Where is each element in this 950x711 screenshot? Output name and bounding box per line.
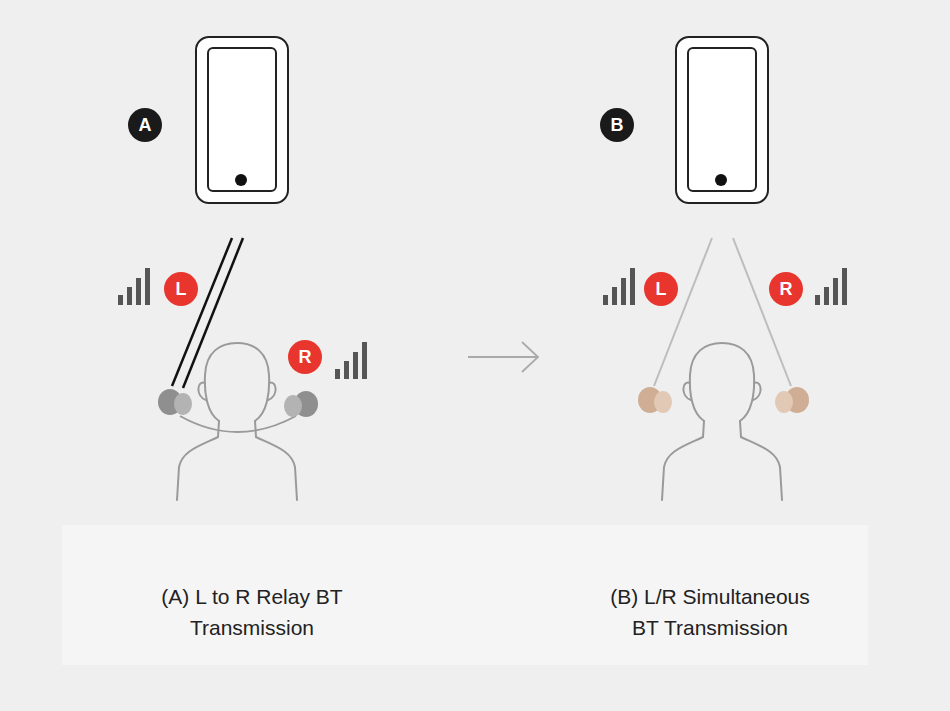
panel-badge: A [128, 108, 162, 142]
panel-caption: (A) L to R Relay BT Transmission [137, 581, 367, 643]
badge-letter: R [780, 280, 793, 298]
badge-letter: A [139, 116, 152, 134]
badge-letter: L [656, 280, 667, 298]
badge-letter: R [299, 348, 312, 366]
panel-badge: B [600, 108, 634, 142]
caption-band [62, 525, 868, 665]
earbud [158, 389, 192, 415]
channel-badge: L [644, 272, 678, 306]
bt-link [733, 238, 791, 386]
relay-link [180, 416, 296, 432]
signal-bars [118, 268, 150, 305]
bt-link [183, 238, 243, 388]
signal-bars [603, 268, 635, 305]
channel-badge: R [288, 340, 322, 374]
channel-badge: L [164, 272, 198, 306]
bt-link [654, 238, 712, 386]
badge-letter: B [611, 116, 624, 134]
phone [196, 37, 288, 203]
signal-bars [335, 342, 367, 379]
person [662, 343, 782, 500]
earbud [775, 387, 809, 413]
earbud [638, 387, 672, 413]
channel-badge: R [769, 272, 803, 306]
transition-arrow [468, 342, 538, 372]
earbud [284, 391, 318, 417]
person [177, 343, 297, 500]
signal-bars [815, 268, 847, 305]
bt-link [172, 238, 232, 386]
badge-letter: L [176, 280, 187, 298]
panel-caption: (B) L/R Simultaneous BT Transmission [595, 581, 825, 643]
phone [676, 37, 768, 203]
